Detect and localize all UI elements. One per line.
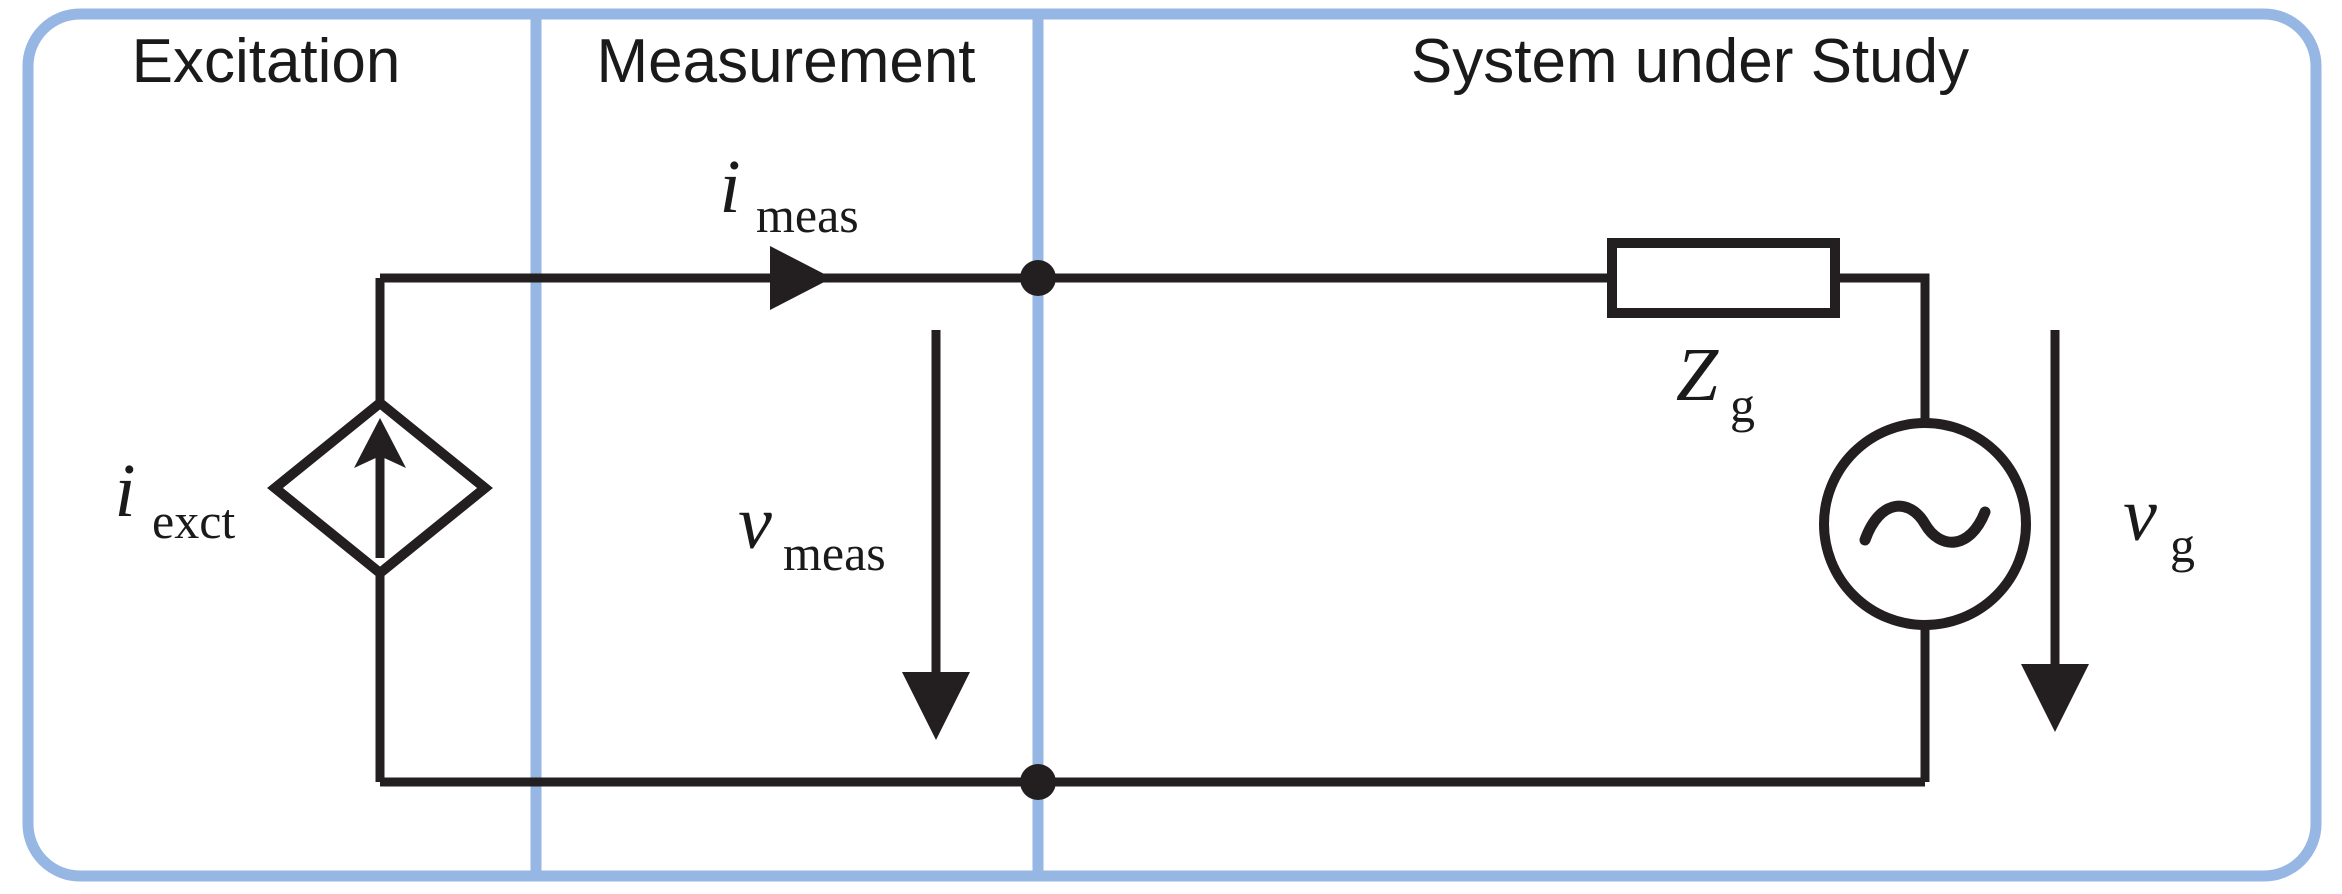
section-title-measurement: Measurement xyxy=(596,27,975,96)
v-g-arrow-head xyxy=(2021,664,2089,732)
label-v-g: v g xyxy=(2123,473,2195,573)
ac-source-sine-icon xyxy=(1859,500,1991,548)
label-i-meas-symbol: i xyxy=(719,145,740,229)
label-v-meas: v meas xyxy=(738,481,886,581)
label-i-exct: i exct xyxy=(114,449,235,549)
wire-resistor-to-source xyxy=(1835,273,1930,423)
current-source-arrow-head xyxy=(354,418,406,468)
label-z-g-subscript: g xyxy=(1730,377,1755,433)
v-meas-arrow-head xyxy=(902,672,970,740)
label-i-meas-subscript: meas xyxy=(756,187,859,243)
label-v-g-subscript: g xyxy=(2170,517,2195,573)
label-v-g-symbol: v xyxy=(2123,473,2157,557)
label-i-meas: i meas xyxy=(719,145,858,243)
label-z-g-symbol: Z xyxy=(1676,333,1719,417)
node-dot-top xyxy=(1020,260,1056,296)
label-v-meas-subscript: meas xyxy=(783,525,886,581)
section-title-system-under-study: System under Study xyxy=(1411,27,1969,96)
label-v-meas-symbol: v xyxy=(738,481,772,565)
label-z-g: Z g xyxy=(1676,333,1755,433)
node-dot-bottom xyxy=(1020,764,1056,800)
label-i-exct-subscript: exct xyxy=(152,493,235,549)
label-i-exct-symbol: i xyxy=(114,449,135,533)
outer-frame xyxy=(22,8,2322,882)
i-meas-arrow-head xyxy=(770,246,832,310)
section-title-excitation: Excitation xyxy=(132,27,401,96)
impedance-resistor-body xyxy=(1607,238,1840,318)
